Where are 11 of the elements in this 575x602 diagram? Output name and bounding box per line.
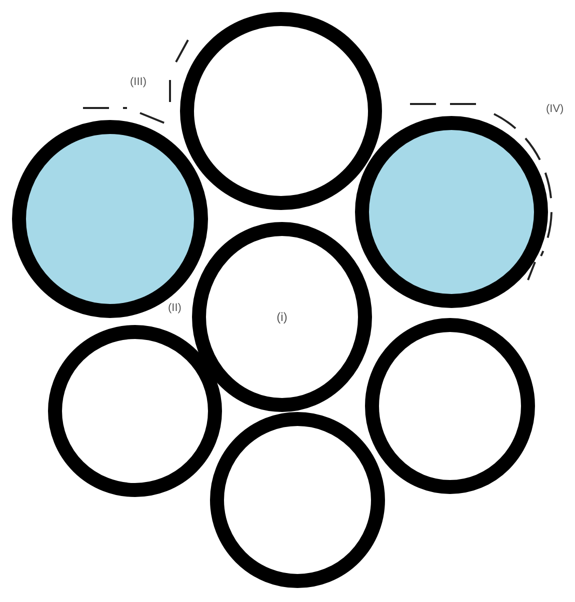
circle [210, 412, 385, 588]
circle-label: (i) [276, 310, 288, 324]
region-label: (III) [130, 76, 146, 88]
region-label: (II) [168, 302, 182, 314]
circle [12, 120, 208, 318]
circle [355, 116, 548, 308]
region-label: (IV) [546, 103, 564, 115]
circle [192, 222, 372, 412]
circle [180, 12, 382, 210]
circle [48, 325, 222, 497]
circle [365, 318, 535, 494]
